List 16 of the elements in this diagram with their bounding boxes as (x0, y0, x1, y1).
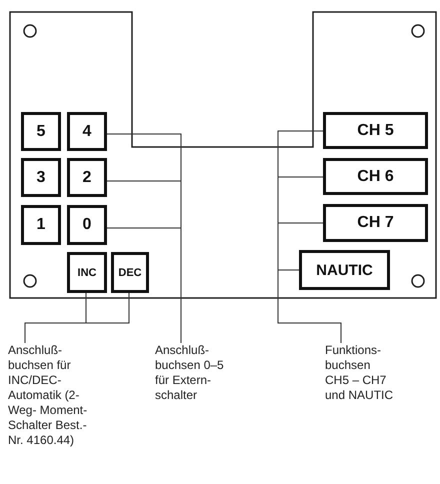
socket-button: NAUTIC (299, 250, 390, 290)
socket-button: 4 (67, 112, 107, 151)
socket-button: 0 (67, 205, 107, 245)
leader-line (24, 292, 130, 344)
callout-text: Anschluß- buchsen für INC/DEC- Automatik (2-Weg- Moment- Schalter Best.-Nr. 4160.44) (8, 343, 88, 448)
socket-button: DEC (111, 252, 149, 293)
socket-button: 5 (21, 112, 61, 151)
socket-button: 1 (21, 205, 61, 245)
leader-line (106, 228, 182, 344)
socket-button: CH 6 (323, 158, 428, 195)
socket-button: INC (67, 252, 107, 293)
socket-button: CH 5 (323, 112, 428, 149)
socket-button: CH 7 (323, 204, 428, 242)
leader-line (278, 270, 342, 344)
socket-button: 3 (21, 158, 61, 197)
socket-button: 2 (67, 158, 107, 197)
